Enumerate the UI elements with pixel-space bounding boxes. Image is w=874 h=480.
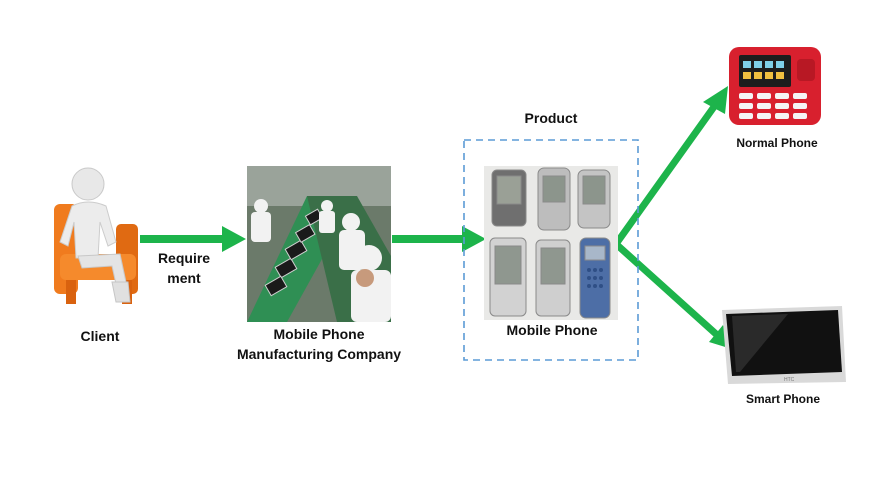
requirement-label-line2: ment <box>167 270 201 286</box>
company-label-line2: Manufacturing Company <box>236 346 402 362</box>
pda-phones-photo <box>484 166 618 320</box>
company-label-line1: Mobile Phone <box>273 326 365 342</box>
arrow-company-to-product <box>392 226 486 252</box>
normal-phone-label: Normal Phone <box>736 136 818 150</box>
smart-phone-label: Smart Phone <box>745 392 820 406</box>
arrow-client-to-company <box>140 226 246 252</box>
arrow-to-smart-phone <box>612 240 720 338</box>
client-label: Client <box>80 328 120 344</box>
factory-assembly-line-photo <box>247 166 391 322</box>
svg-text:HTC: HTC <box>784 377 795 383</box>
feature-phone-photo <box>729 47 821 125</box>
arrowhead-normal-phone <box>703 86 728 114</box>
product-label: Product <box>524 110 578 126</box>
requirement-label-line1: Require <box>157 250 211 266</box>
arrow-to-normal-phone <box>612 100 720 248</box>
mobile-phone-label: Mobile Phone <box>506 322 598 338</box>
person-in-chair-icon <box>54 167 138 304</box>
smartphone-photo: HTC <box>722 306 846 384</box>
